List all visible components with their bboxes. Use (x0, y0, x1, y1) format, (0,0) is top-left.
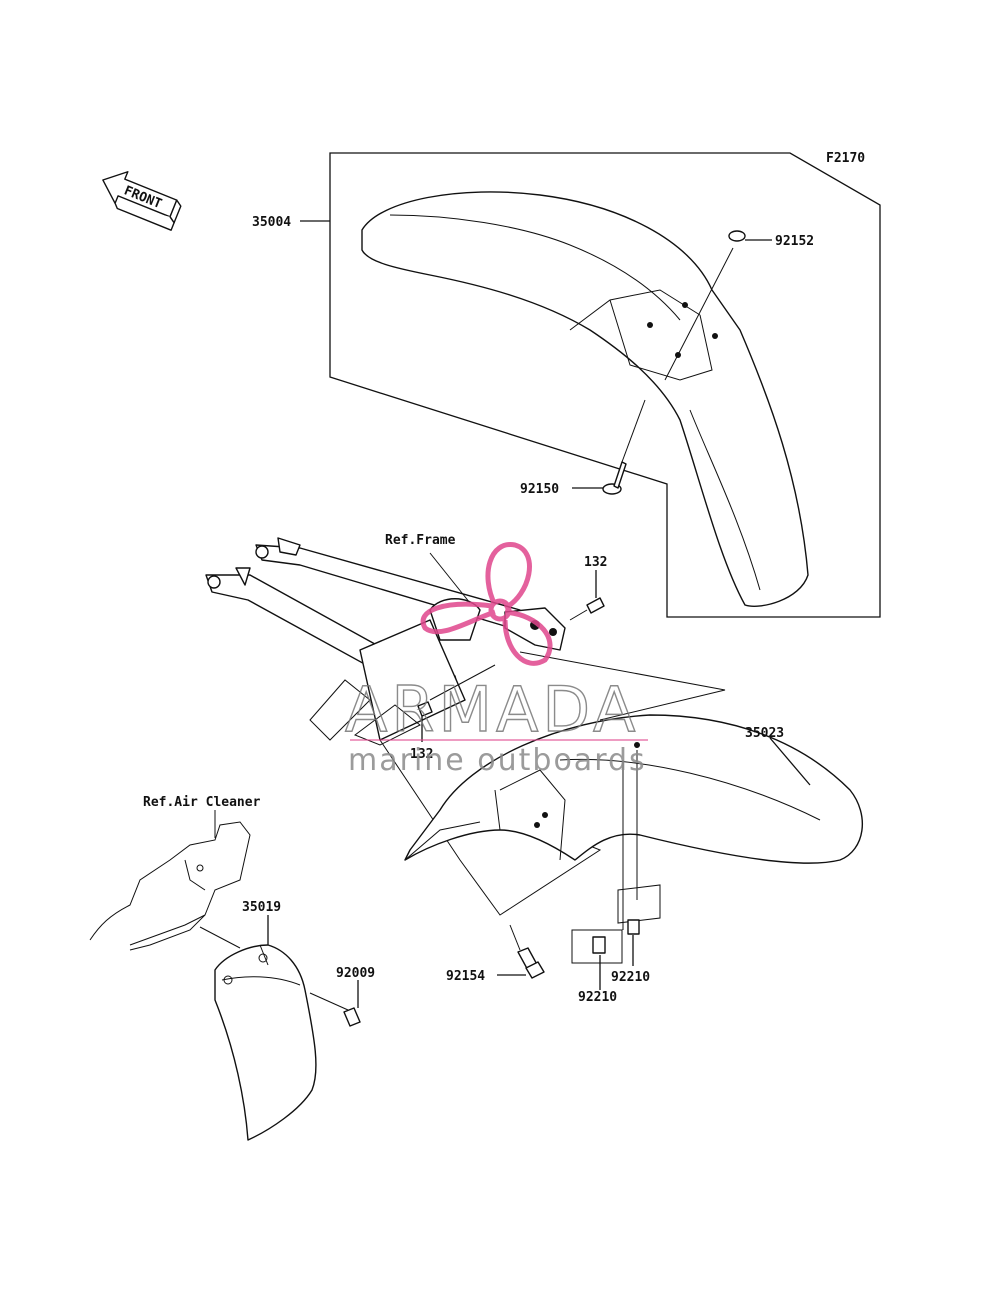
watermark: ARMADA marine outboards (344, 542, 648, 778)
label-92154: 92154 (446, 969, 485, 984)
label-92210-left: 92210 (578, 990, 617, 1005)
front-arrow-icon: FRONT (102, 171, 182, 231)
watermark-tagline: marine outboards (348, 743, 647, 778)
label-ref-frame: Ref.Frame (385, 533, 456, 548)
clip-92210-left-box (571, 929, 623, 964)
label-92152: 92152 (775, 234, 814, 249)
label-35023: 35023 (745, 726, 784, 741)
label-92210-right: 92210 (611, 970, 650, 985)
bolt-92150 (602, 461, 627, 495)
clip-92210-left (592, 936, 606, 954)
rear-frame (205, 537, 566, 746)
propeller-logo-icon (420, 542, 553, 666)
watermark-brand: ARMADA (345, 673, 639, 746)
clip-92210-right (627, 919, 640, 935)
label-132-upper: 132 (584, 555, 607, 570)
diagram-code: F2170 (826, 151, 865, 166)
rear-flap (214, 944, 317, 1141)
label-92009: 92009 (336, 966, 375, 981)
front-fender-group-box (329, 152, 881, 618)
label-35004: 35004 (252, 215, 291, 230)
front-fender (361, 191, 809, 607)
label-35019: 35019 (242, 900, 281, 915)
bolt-132-lower (417, 701, 433, 717)
rear-fender (404, 714, 864, 864)
label-92150: 92150 (520, 482, 559, 497)
air-cleaner-ref (89, 821, 251, 951)
label-ref-air-cleaner: Ref.Air Cleaner (143, 795, 261, 810)
screw-92009 (309, 992, 361, 1027)
washer-92152 (728, 230, 746, 242)
label-132-lower: 132 (410, 747, 433, 762)
rear-fender-group-box (519, 651, 726, 721)
bolt-132-upper (569, 597, 605, 621)
bolt-92154 (517, 947, 545, 979)
clip-92210-right-box (617, 884, 661, 924)
